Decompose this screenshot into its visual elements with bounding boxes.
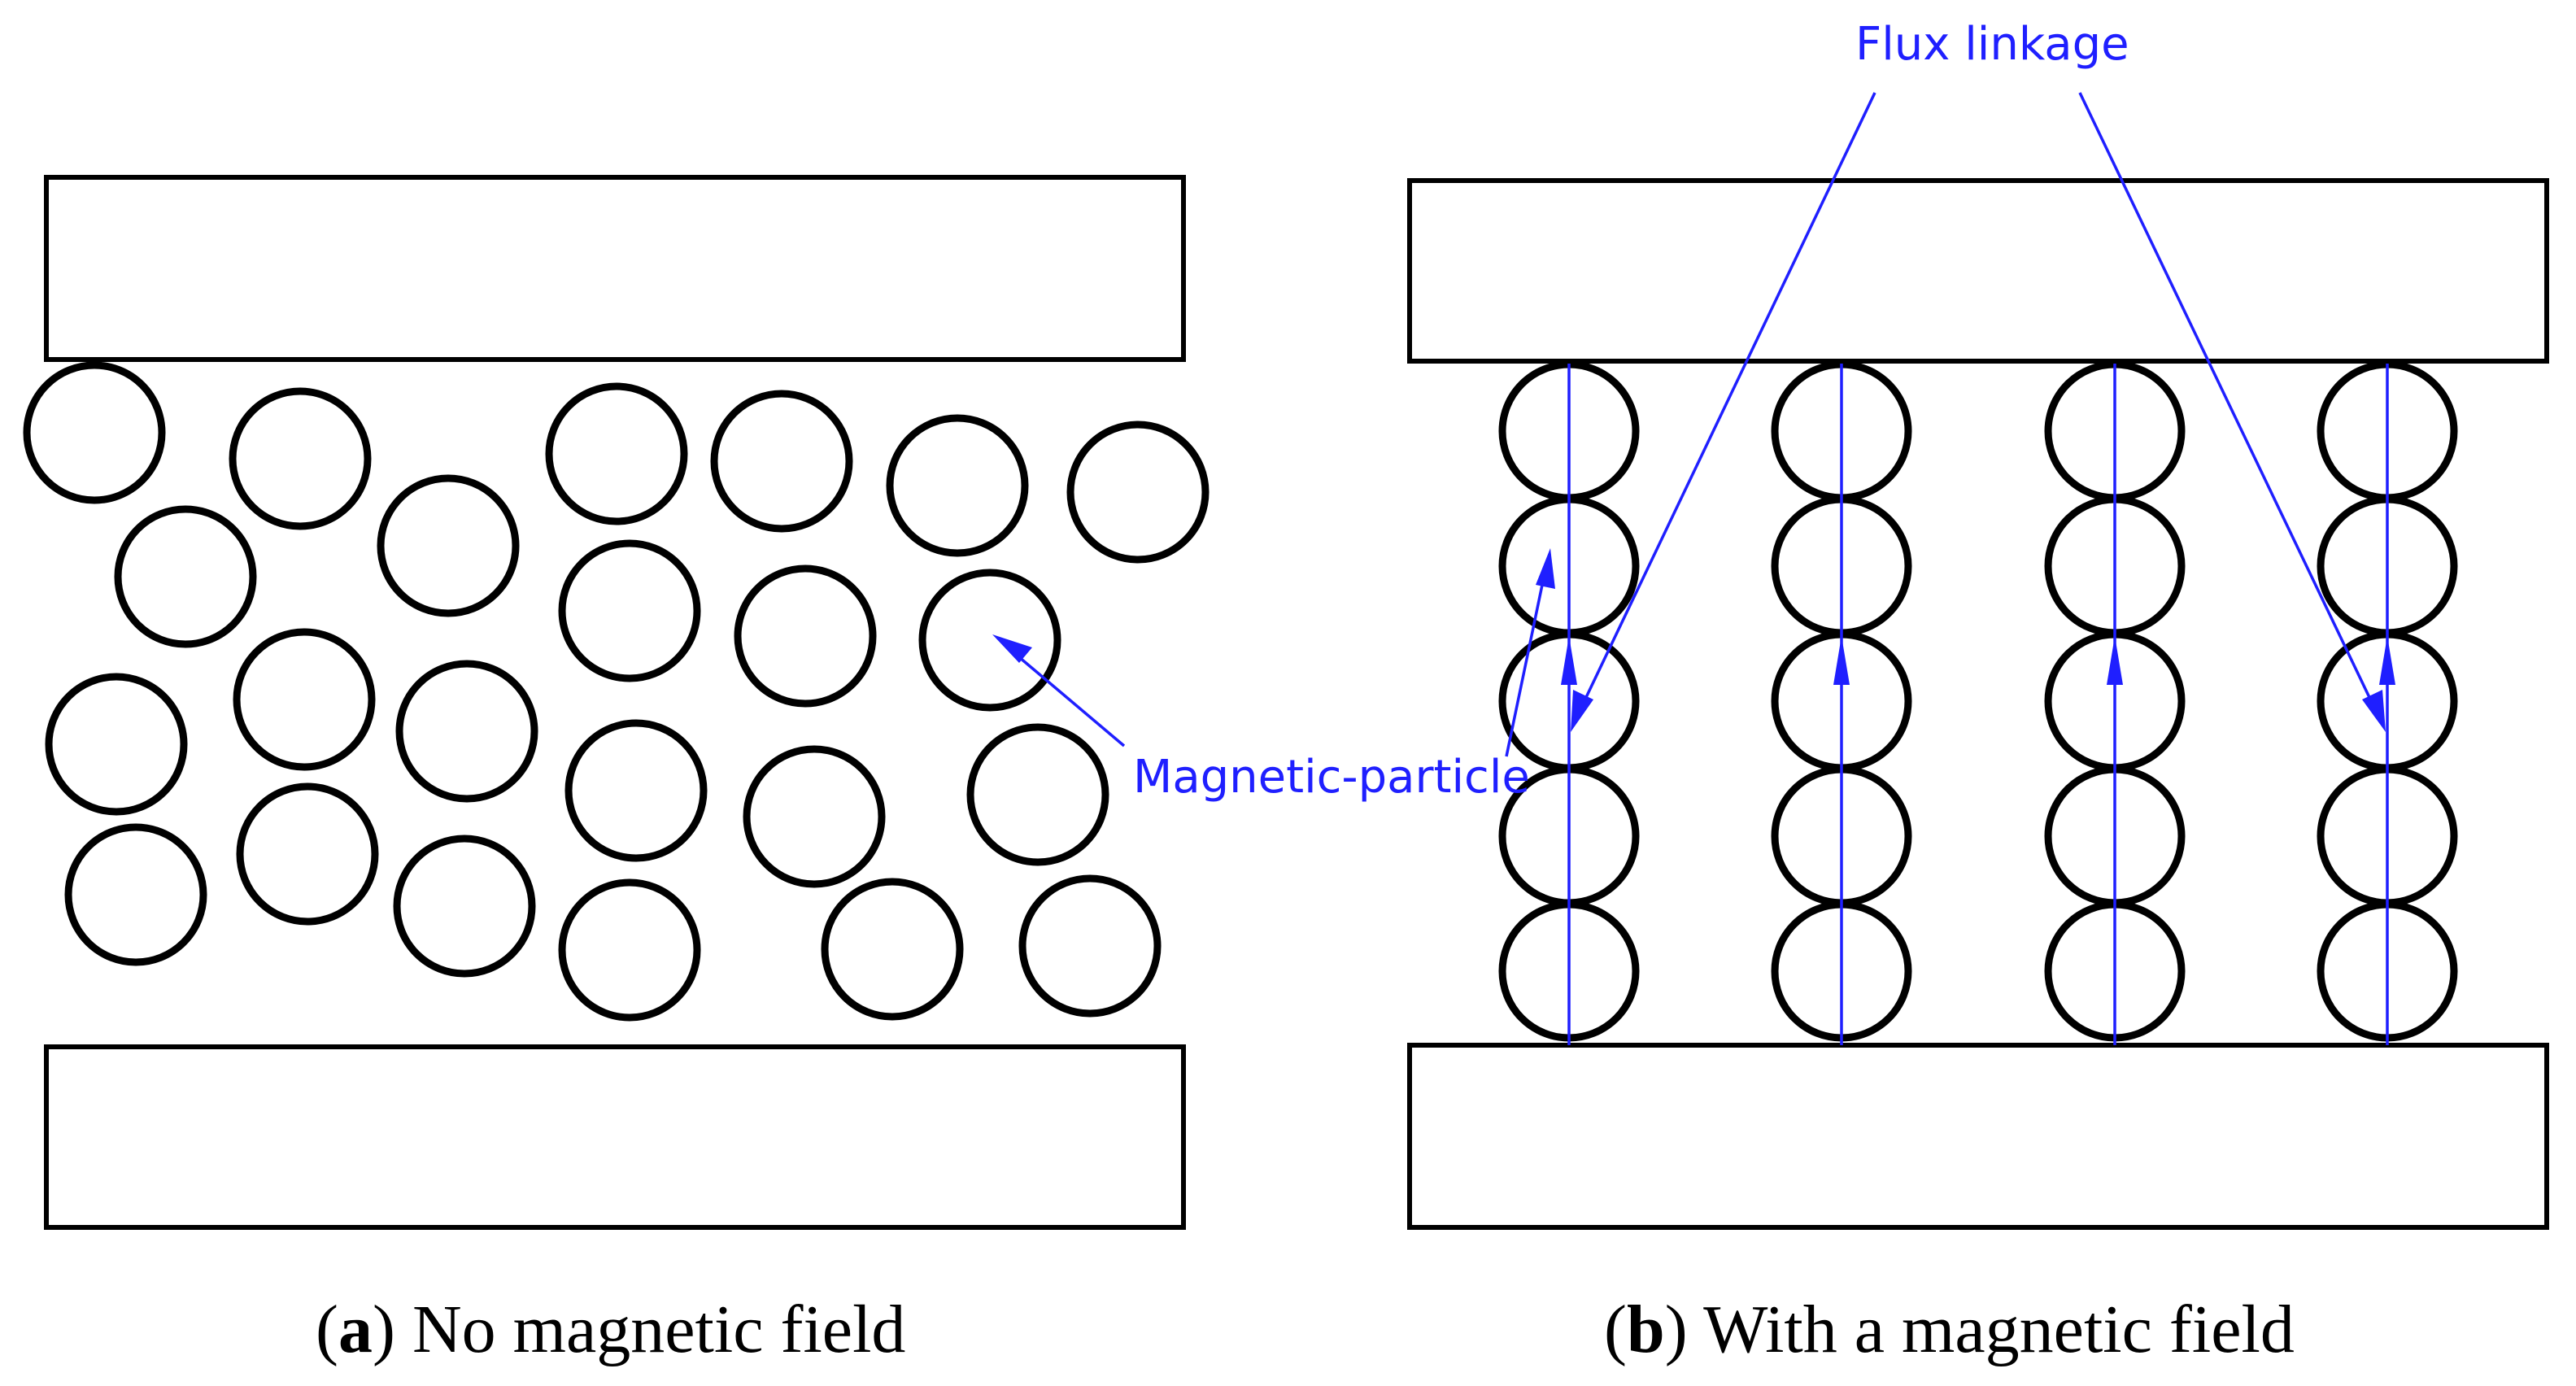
particle [114, 505, 257, 648]
particle [229, 387, 372, 530]
flux-leader-left-arrowhead [1571, 690, 1593, 732]
particle-leader-left-arrowhead [992, 634, 1032, 663]
particle-chain-3 [2044, 360, 2186, 1045]
particle [23, 361, 166, 504]
particle-leader-right-arrowhead [1536, 548, 1555, 589]
particle [734, 564, 877, 708]
magnetic-particle-label: Magnetic-particle [1133, 751, 1530, 804]
particle-leader-right [1505, 569, 1547, 757]
particle [1066, 421, 1210, 564]
panel-a [23, 175, 1210, 1230]
particle [377, 474, 520, 617]
bottom-plate-a [44, 1044, 1186, 1230]
flux-leader-right-arrowhead [2362, 690, 2386, 732]
particle-chain-2 [1771, 360, 1912, 1045]
particle [558, 878, 701, 1022]
flux-linkage-label: Flux linkage [1855, 18, 2129, 71]
particle [545, 382, 688, 525]
flux-arrowhead [2379, 636, 2395, 685]
particle [558, 539, 701, 682]
particle [1018, 874, 1162, 1018]
particle [236, 782, 379, 926]
annotations: Flux linkage Magnetic-particle [992, 18, 2386, 804]
particle [393, 835, 536, 978]
particle-leader-left [1007, 647, 1126, 747]
top-plate-b [1407, 178, 2549, 364]
panel-b [1407, 178, 2549, 1230]
particle [821, 878, 964, 1021]
bottom-plate-b [1407, 1043, 2549, 1230]
particle [743, 745, 886, 888]
caption-a: (a) No magnetic field [316, 1292, 905, 1367]
particle-chain-1 [1498, 360, 1640, 1045]
top-plate-a [44, 175, 1186, 362]
particle [886, 414, 1029, 557]
caption-a-letter: a [338, 1292, 373, 1367]
particle [64, 823, 207, 966]
particle [564, 719, 708, 862]
particle [918, 569, 1061, 712]
flux-leader-right [2078, 92, 2377, 710]
flux-arrowhead [2107, 636, 2123, 685]
random-particles [23, 361, 1210, 1022]
particle [233, 628, 376, 771]
flux-arrowhead [1833, 636, 1850, 685]
particle [395, 660, 538, 803]
caption-b-letter: b [1627, 1292, 1665, 1367]
particle [966, 723, 1109, 866]
particle-chain-4 [2317, 360, 2458, 1045]
particle [710, 390, 853, 533]
flux-leader-left [1579, 92, 1876, 710]
caption-b: (b) With a magnetic field [1604, 1292, 2295, 1367]
flux-arrowhead [1561, 636, 1577, 685]
particle [45, 673, 188, 816]
